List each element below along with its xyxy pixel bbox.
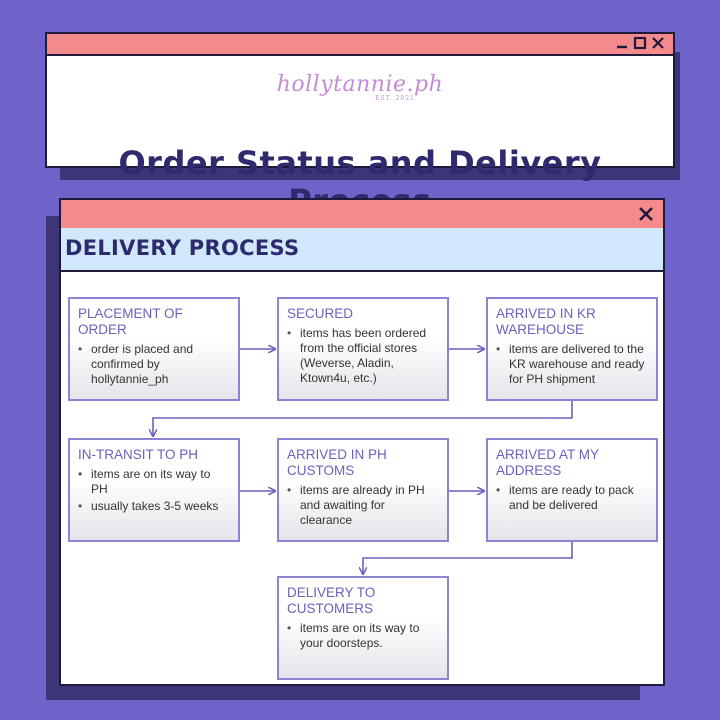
- panel-window-titlebar: [61, 200, 663, 230]
- close-icon[interactable]: [637, 205, 655, 223]
- close-icon[interactable]: [651, 36, 665, 50]
- step-bullets: items are ready to pack and be delivered: [496, 483, 648, 513]
- step-box: IN-TRANSIT TO PH items are on its way to…: [68, 438, 240, 542]
- step-bullet: usually takes 3-5 weeks: [78, 499, 230, 514]
- minimize-icon[interactable]: [615, 36, 629, 50]
- step-box: ARRIVED IN PH CUSTOMS items are already …: [277, 438, 449, 542]
- brand-logo: hollytannie.ph EST. 2021: [47, 72, 673, 102]
- step-bullets: items are delivered to the KR warehouse …: [496, 342, 648, 387]
- step-box: DELIVERY TO CUSTOMERS items are on its w…: [277, 576, 449, 680]
- step-bullets: items has been ordered from the official…: [287, 326, 439, 386]
- step-title: IN-TRANSIT TO PH: [78, 447, 199, 462]
- step-bullet: items are already in PH and awaiting for…: [287, 483, 439, 528]
- step-bullet: items are delivered to the KR warehouse …: [496, 342, 648, 387]
- step-bullets: order is placed and confirmed by hollyta…: [78, 342, 230, 387]
- logo-subtext: EST. 2021: [375, 95, 415, 102]
- step-box: SECURED items has been ordered from the …: [277, 297, 449, 401]
- step-title: ARRIVED AT MY ADDRESS: [496, 447, 599, 478]
- step-bullets: items are on its way to your doorsteps.: [287, 621, 439, 651]
- step-title: ARRIVED IN PH CUSTOMS: [287, 447, 387, 478]
- step-title: ARRIVED IN KR WAREHOUSE: [496, 306, 596, 337]
- section-title: DELIVERY PROCESS: [65, 236, 300, 260]
- header-window-titlebar: [47, 34, 673, 56]
- step-box: PLACEMENT OF ORDER order is placed and c…: [68, 297, 240, 401]
- step-bullet: items are on its way to your doorsteps.: [287, 621, 439, 651]
- step-bullet: items has been ordered from the official…: [287, 326, 439, 386]
- step-bullet: items are ready to pack and be delivered: [496, 483, 648, 513]
- step-title: DELIVERY TO CUSTOMERS: [287, 585, 376, 616]
- step-bullets: items are already in PH and awaiting for…: [287, 483, 439, 528]
- step-bullet: items are on its way to PH: [78, 467, 230, 497]
- section-header: DELIVERY PROCESS: [61, 228, 663, 272]
- maximize-icon[interactable]: [633, 36, 647, 50]
- step-box: ARRIVED IN KR WAREHOUSE items are delive…: [486, 297, 658, 401]
- step-bullets: items are on its way to PH usually takes…: [78, 467, 230, 514]
- step-title: PLACEMENT OF ORDER: [78, 306, 183, 337]
- step-title: SECURED: [287, 306, 354, 321]
- step-box: ARRIVED AT MY ADDRESS items are ready to…: [486, 438, 658, 542]
- step-bullet: order is placed and confirmed by hollyta…: [78, 342, 230, 387]
- header-window: hollytannie.ph EST. 2021 Order Status an…: [45, 32, 675, 220]
- logo-text: hollytannie.ph: [276, 72, 444, 97]
